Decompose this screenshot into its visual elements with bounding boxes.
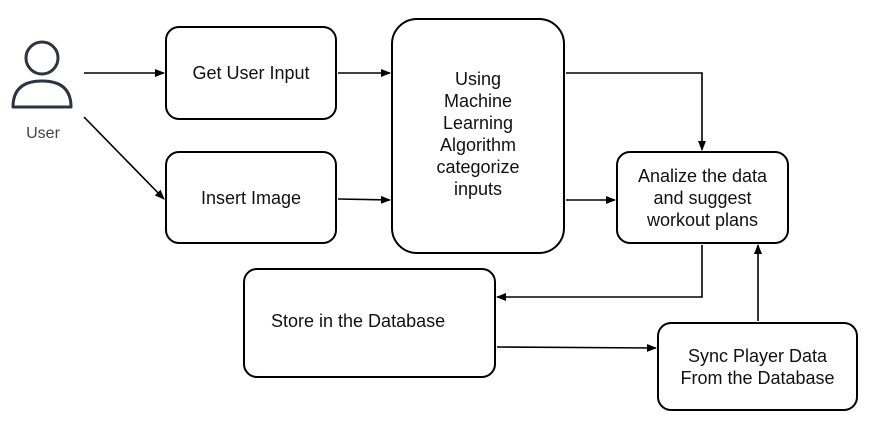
- node-insert-image-label: Insert Image: [200, 187, 302, 208]
- node-get-user-input-label: Get User Input: [192, 63, 310, 83]
- node-ml-categorize-label: Using Machine Learning Algorithm categor…: [436, 69, 520, 199]
- node-analyze: Analize the data and suggest workout pla…: [616, 151, 789, 244]
- edge-user-to-insert-image: [83, 116, 165, 200]
- node-sync-player: Sync Player Data From the Database: [657, 322, 858, 411]
- node-store-database: Store in the Database: [243, 268, 496, 378]
- node-sync-player-label: Sync Player Data From the Database: [680, 345, 835, 388]
- node-get-user-input: Get User Input: [165, 26, 337, 120]
- node-analyze-label: Analize the data and suggest workout pla…: [637, 165, 768, 230]
- edge-store-to-sync: [496, 343, 657, 352]
- edge-ml-to-analyze-top: [566, 72, 706, 151]
- node-store-database-label: Store in the Database: [271, 311, 446, 331]
- edge-insert-image-to-ml: [337, 195, 391, 204]
- user-icon: [11, 40, 73, 109]
- node-ml-categorize: Using Machine Learning Algorithm categor…: [391, 18, 565, 254]
- user-label: User: [26, 125, 60, 142]
- node-insert-image: Insert Image: [165, 151, 337, 244]
- user-actor: User: [8, 36, 78, 146]
- edge-analyze-to-store: [496, 245, 703, 301]
